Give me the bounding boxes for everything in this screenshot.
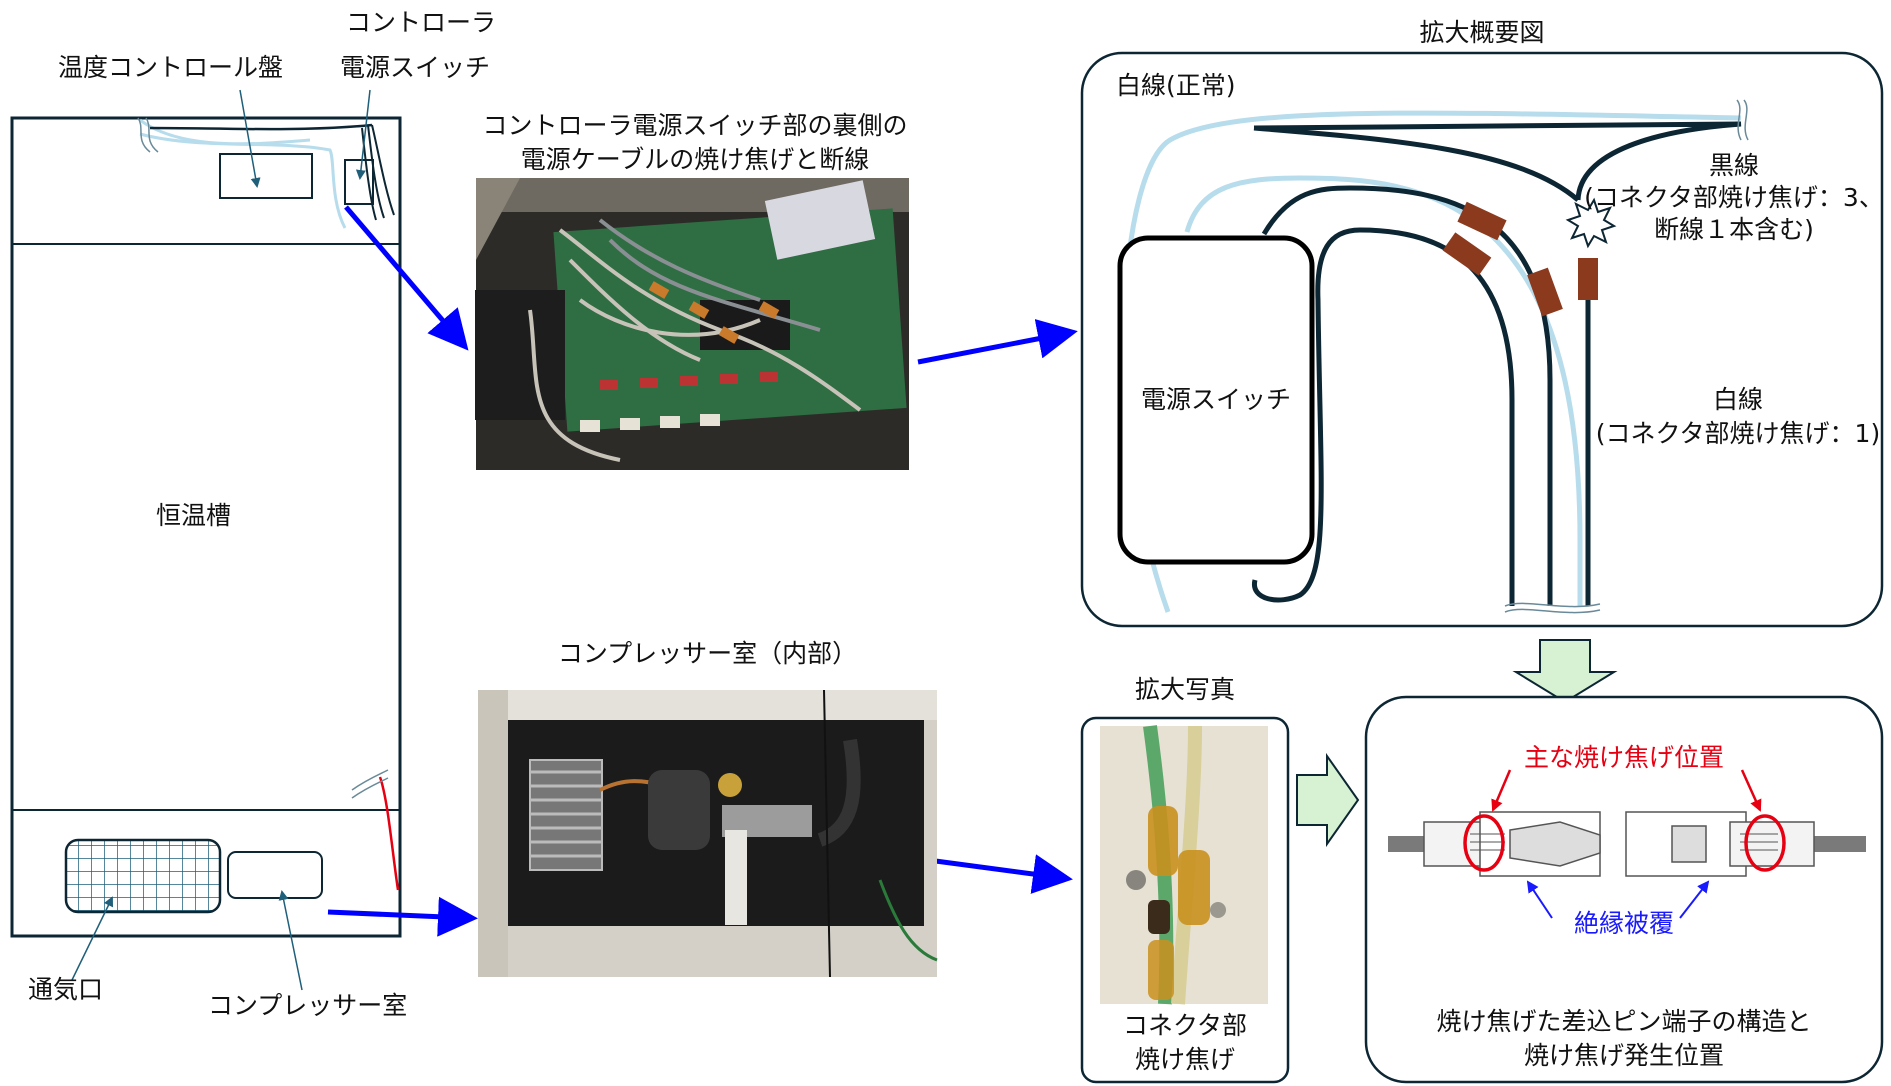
black-wire-label-line1: 黒線 [1708, 151, 1759, 180]
arrow-photo-to-diagram [917, 319, 1078, 365]
white-wire-label-line2: (コネクタ部焼け焦げ：1) [1595, 419, 1881, 448]
arrow-compressor-photo-to-closeup [927, 854, 1073, 894]
arrow-compressor-to-photo [327, 896, 478, 937]
black-wire-label-line2: (コネクタ部焼け焦げ：3、 [1584, 183, 1884, 212]
connector-2 [1442, 232, 1492, 276]
compressor-room-label: コンプレッサー室 [208, 991, 408, 1020]
compressor-photo-caption: コンプレッサー室（内部） [557, 639, 858, 668]
power-switch-box [1117, 235, 1315, 565]
burn-circle-right [1744, 814, 1786, 872]
black-wire-top [1253, 121, 1742, 201]
terminal-caption-line1: 焼け焦げた差込ピン端子の構造と [1436, 1007, 1812, 1036]
connector-4 [1578, 258, 1598, 300]
closeup-photo [1080, 716, 1290, 1084]
closeup-caption-line1: コネクタ部 [1122, 1011, 1247, 1040]
black-wire-label-line3: 断線１本含む) [1654, 215, 1814, 244]
closeup-caption-line2: 焼け焦げ [1134, 1045, 1235, 1074]
burn-break-star-icon [1565, 197, 1617, 249]
enlarged-diagram [1080, 51, 1884, 628]
white-wire-burned-light [1184, 175, 1583, 606]
vent-grid [64, 838, 222, 914]
connector-1 [1457, 201, 1507, 241]
compressor-room-photo [478, 689, 938, 978]
green-right-arrow [1296, 752, 1360, 848]
connector-3 [1527, 267, 1563, 317]
board-caption-line1: コントローラ電源スイッチ部の裏側の [482, 111, 908, 140]
temp-control-panel-label: 温度コントロール盤 [58, 53, 284, 82]
compressor-room-box [227, 851, 323, 899]
vent-label: 通気口 [28, 975, 104, 1004]
circuit-board-photo [475, 178, 909, 470]
enlarged-diagram-title: 拡大概要図 [1419, 18, 1545, 47]
terminal-caption-line2: 焼け焦げ発生位置 [1523, 1041, 1724, 1070]
chamber-label: 恒温槽 [156, 501, 232, 530]
chamber-unit [10, 89, 402, 991]
burn-circle-left [1463, 814, 1505, 872]
power-switch-label: 電源スイッチ [340, 53, 491, 82]
terminal-structure [1364, 695, 1884, 1084]
flow-arrows [327, 205, 1078, 937]
arrow-switch-to-photo [344, 205, 469, 351]
green-down-arrow [1512, 639, 1618, 704]
main-burn-position-label: 主な焼け焦げ位置 [1523, 743, 1724, 772]
white-wire-label-line1: 白線 [1712, 385, 1763, 414]
controller-switch-box [344, 159, 374, 205]
chamber-body-outline [10, 116, 402, 938]
closeup-photo-title: 拡大写真 [1134, 675, 1235, 704]
temp-control-panel-box [219, 153, 313, 199]
white-wire-normal-label: 白線(正常) [1116, 71, 1236, 100]
board-caption-line2: 電源ケーブルの焼け焦げと断線 [520, 145, 870, 174]
insulation-label: 絶縁被覆 [1573, 909, 1674, 938]
controller-label: コントローラ [346, 8, 497, 37]
power-switch-box-label: 電源スイッチ [1140, 385, 1291, 414]
